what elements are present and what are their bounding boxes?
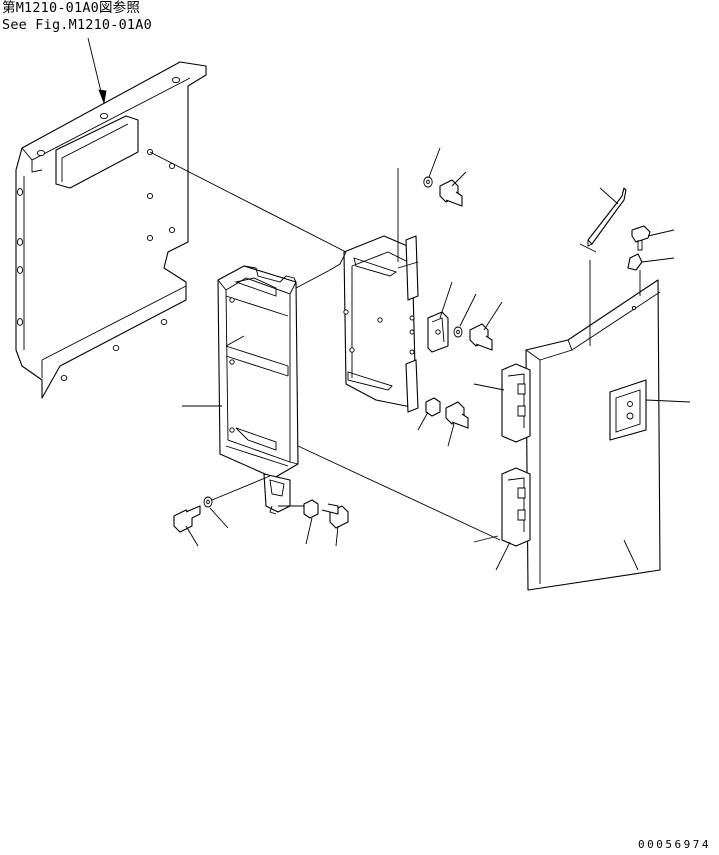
assembly-lines xyxy=(150,152,640,542)
door-latch-recess xyxy=(610,380,646,440)
nuts xyxy=(304,398,440,518)
drawing-number: 00056974 xyxy=(638,838,711,851)
washers xyxy=(204,177,462,507)
reference-arrow xyxy=(88,38,106,103)
leader-lines xyxy=(182,148,690,570)
upper-door-hinge xyxy=(502,364,530,442)
rear-bracket xyxy=(344,236,418,412)
hinge-plate xyxy=(428,312,448,352)
door-clip xyxy=(628,254,642,270)
left-mounting-panel xyxy=(16,62,206,398)
cover-door xyxy=(526,280,660,590)
support-frame xyxy=(218,266,298,514)
bolts xyxy=(174,180,492,532)
figure-reference-japanese: 第M1210-01A0図参照 xyxy=(2,0,141,16)
retaining-rod xyxy=(588,188,626,246)
lower-door-hinge xyxy=(502,468,530,546)
figure-reference-english: See Fig.M1210-01A0 xyxy=(2,17,152,33)
door-top-bolt xyxy=(632,226,650,250)
